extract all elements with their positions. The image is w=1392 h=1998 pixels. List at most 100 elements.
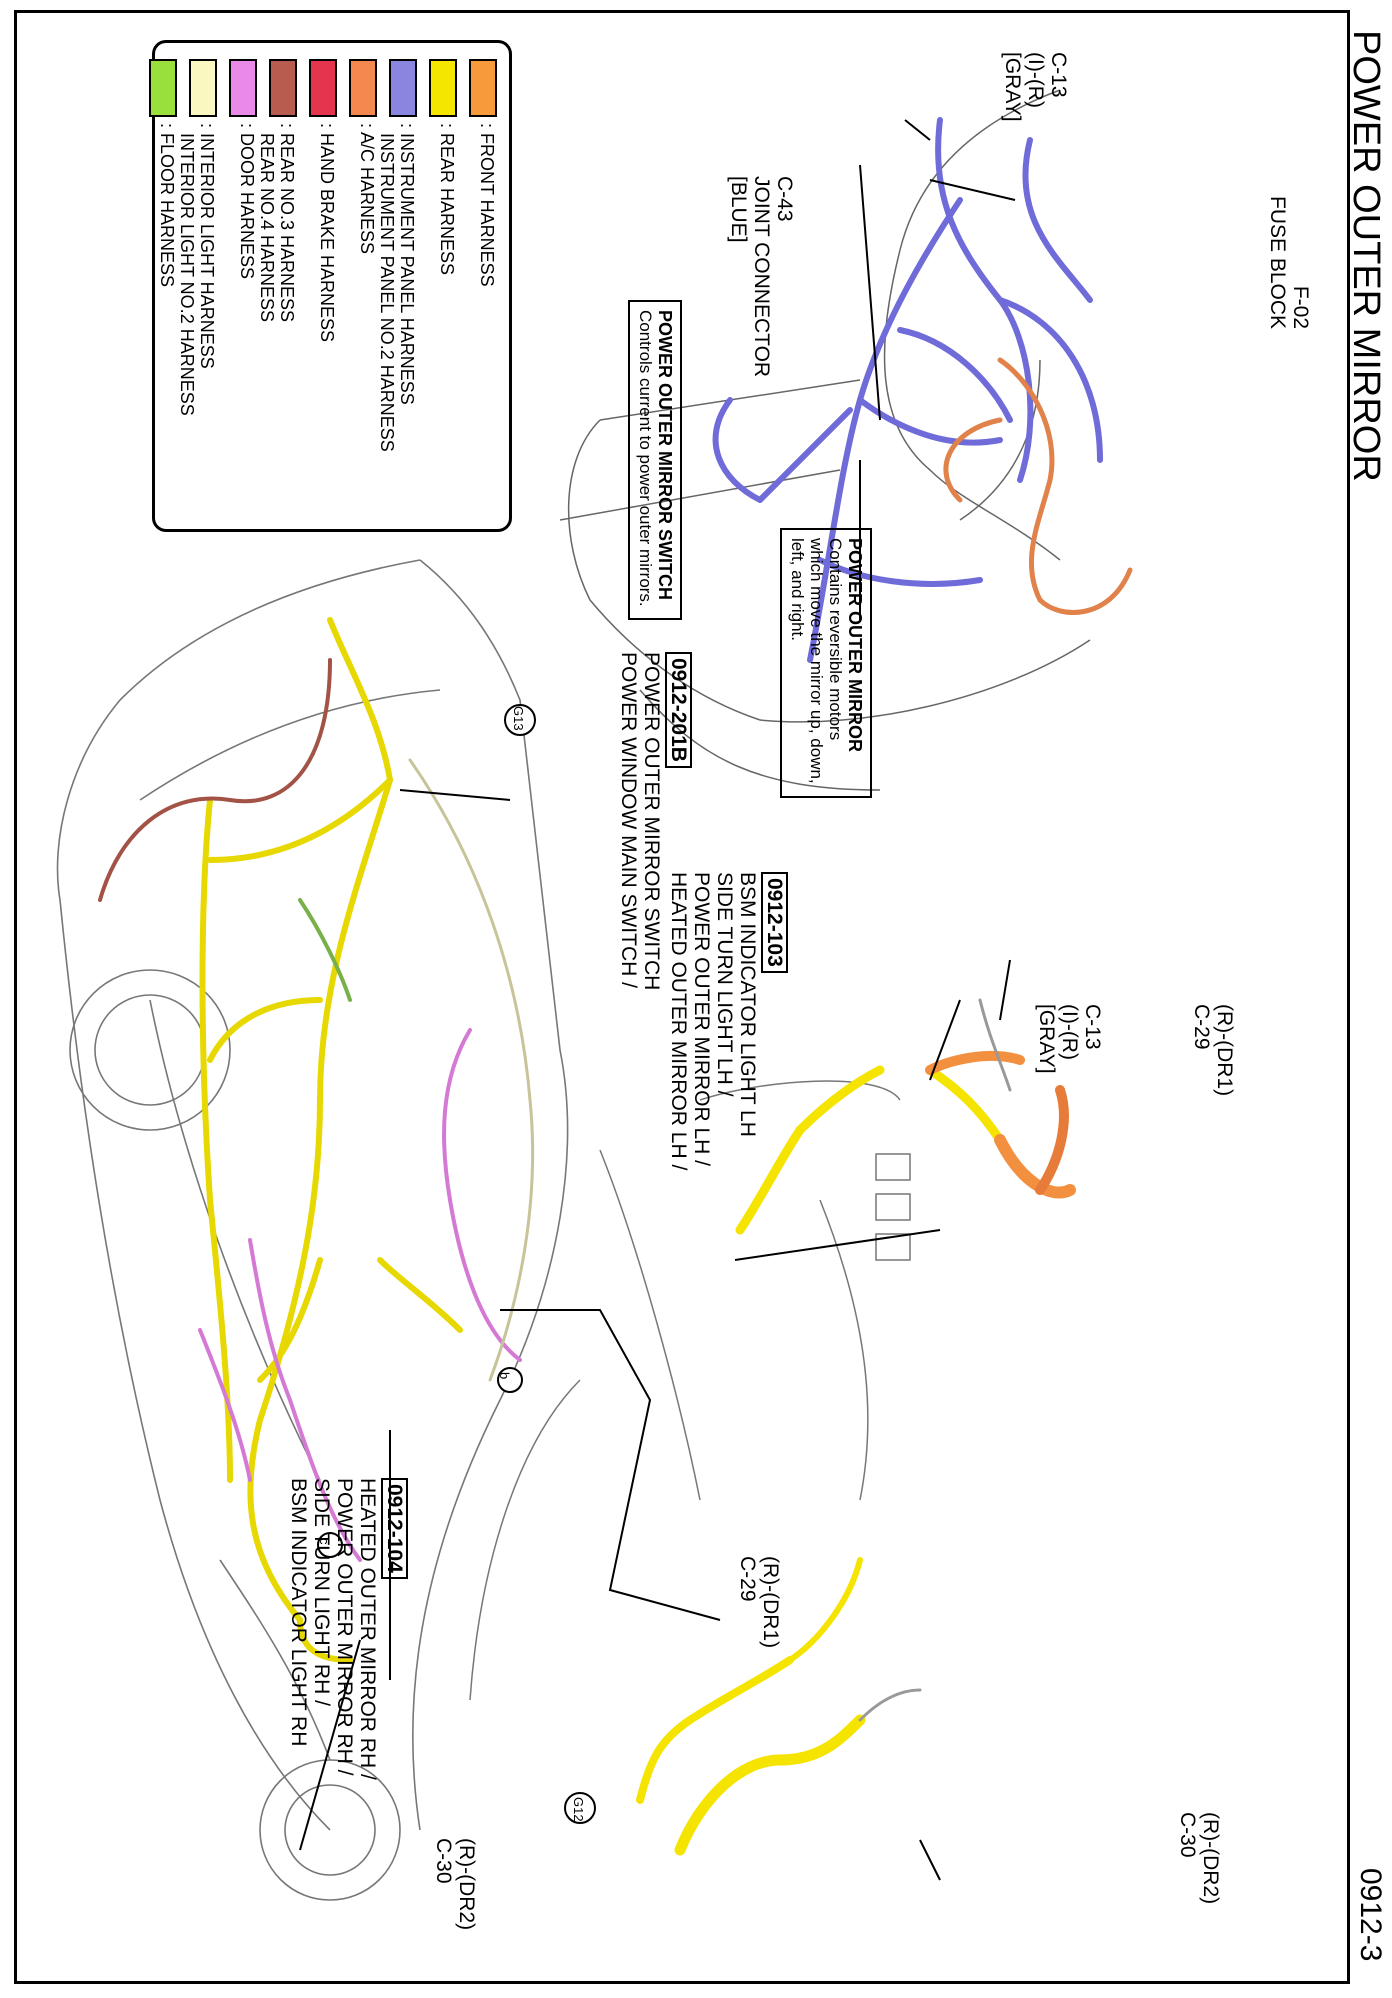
dashboard-outline [559,89,1091,791]
lh-line-4: BSM INDICATOR LIGHT LH [736,872,759,1137]
power-outer-mirror-switch-description: POWER OUTER MIRROR SWITCH Controls curre… [628,300,682,620]
mirror-description-body: Contains reversible motors which move th… [788,538,845,784]
legend-color-swatch [349,59,377,117]
switch-description-heading: POWER OUTER MIRROR SWITCH [655,310,675,600]
c43-id: C-43 [773,176,796,222]
rh-line-2: POWER OUTER MIRROR RH / [333,1478,356,1776]
leader-lines [299,119,1016,1881]
legend-color-swatch [189,59,217,117]
c13-door-callout: C-13 (I)-(R) [GRAY] [1035,1004,1104,1074]
c13-door-id: C-13 [1081,1004,1104,1050]
c13-top-color: [GRAY] [1001,52,1024,122]
c29-door-pins: (R)-(DR1) [1213,1004,1236,1097]
vehicle-rear-no3-harness [98,658,332,902]
rh-line-3: SIDE TURN LIGHT RH / [310,1478,333,1706]
legend-row: : HAND BRAKE HARNESS [297,59,337,513]
legend-color-swatch [309,59,337,117]
legend-row: : INSTRUMENT PANEL HARNESS INSTRUMENT PA… [377,59,417,513]
page-title: POWER OUTER MIRROR [1345,30,1387,482]
c13-top-id: C-13 [1047,52,1070,98]
c30-car-callout: (R)-(DR2) C-30 [432,1838,478,1930]
lh-line-3: SIDE TURN LIGHT LH / [713,872,736,1097]
c30-car-id: C-30 [432,1838,455,1884]
legend-label: : FLOOR HARNESS [157,123,177,288]
legend-row: : REAR NO.3 HARNESS REAR NO.4 HARNESS [257,59,297,513]
c30-door-callout: (R)-(DR2) C-30 [1176,1812,1222,1904]
legend-row: : REAR HARNESS [417,59,457,513]
pin-c-label: c [317,1538,332,1545]
legend-color-swatch [429,59,457,117]
c29-car-callout: (R)-(DR1) C-29 [736,1556,782,1648]
fuse-block-id: F-02 [1289,285,1312,330]
legend-label: : DOOR HARNESS [237,123,257,280]
rh-line-1: HEATED OUTER MIRROR RH / [356,1478,379,1780]
ground-symbols [317,704,596,1824]
rh-mirror-reference[interactable]: 0912-104 [381,1478,408,1579]
ac-front-harness [943,357,1133,615]
vehicle-floor-harness [298,898,352,1002]
c13-door-pins: (I)-(R) [1058,1004,1081,1060]
fuse-block-callout: F-02 FUSE BLOCK [1266,196,1312,329]
fuse-block-label: FUSE BLOCK [1266,196,1289,330]
legend-label: : FRONT HARNESS [477,123,497,287]
vehicle-rear-harness [199,617,463,1663]
switch-reference[interactable]: 0912-201B [665,652,692,768]
vehicle-body-outline [56,559,569,1901]
legend-label: : INTERIOR LIGHT HARNESS INTERIOR LIGHT … [177,123,217,416]
c30-door-pins: (R)-(DR2) [1199,1812,1222,1905]
legend-color-swatch [269,59,297,117]
c13-top-callout: C-13 (I)-(R) [GRAY] [1001,52,1070,122]
vehicle-door-harness [198,1028,522,1562]
c43-color: [BLUE] [727,176,750,243]
c13-top-pins: (I)-(R) [1024,52,1047,108]
c43-label: JOINT CONNECTOR [750,176,773,378]
c13-door-color: [GRAY] [1035,1004,1058,1074]
switch-line-1: POWER WINDOW MAIN SWITCH / [617,652,640,988]
legend-color-swatch [229,59,257,117]
c29-door-id: C-29 [1190,1004,1213,1050]
legend-color-swatch [149,59,177,117]
legend-label: : REAR HARNESS [437,123,457,276]
door-panel-outline [469,1080,911,1701]
power-outer-mirror-description: POWER OUTER MIRROR Contains reversible m… [780,528,872,798]
harness-legend: : FRONT HARNESS : REAR HARNESS : INSTRUMEN… [149,40,512,532]
legend-label: : HAND BRAKE HARNESS [317,123,337,343]
switch-line-2: POWER OUTER MIRROR SWITCH [640,652,663,991]
legend-row: : FLOOR HARNESS [137,59,177,513]
c29-door-callout: (R)-(DR1) C-29 [1190,1004,1236,1096]
door-harness-rh [636,1557,922,1856]
lh-line-1: HEATED OUTER MIRROR LH / [667,872,690,1171]
ground-g12-label: G12 [571,1797,586,1822]
c29-car-id: C-29 [736,1556,759,1602]
c29-car-pins: (R)-(DR1) [759,1556,782,1649]
legend-label: : A/C HARNESS [357,123,377,255]
rh-mirror-component-group: 0912-104 HEATED OUTER MIRROR RH / POWER … [287,1478,408,1780]
legend-color-swatch [389,59,417,117]
page-number: 0912-3 [1354,1868,1387,1962]
vehicle-interior-light-harness [408,758,535,1382]
mirror-description-heading: POWER OUTER MIRROR [845,538,865,752]
c43-callout: C-43 JOINT CONNECTOR [BLUE] [727,176,796,377]
pin-b-label: b [497,1372,512,1380]
legend-row: : DOOR HARNESS [217,59,257,513]
legend-row: : INTERIOR LIGHT HARNESS INTERIOR LIGHT … [177,59,217,513]
legend-row: : A/C HARNESS [337,59,377,513]
legend-row: : FRONT HARNESS [457,59,497,513]
ground-g13-label: G13 [511,706,526,731]
legend-list: : FRONT HARNESS : REAR HARNESS : INSTRUMEN… [137,59,497,513]
rh-line-4: BSM INDICATOR LIGHT RH [287,1478,310,1747]
legend-label: : INSTRUMENT PANEL HARNESS INSTRUMENT PA… [377,123,417,452]
legend-label: : REAR NO.3 HARNESS REAR NO.4 HARNESS [257,123,297,323]
switch-description-body: Controls current to power outer mirrors. [636,310,655,607]
lh-mirror-component-group: 0912-103 BSM INDICATOR LIGHT LH SIDE TUR… [667,872,788,1171]
page-frame [14,10,1350,1984]
door-harness-lh [735,998,1076,1235]
lh-line-2: POWER OUTER MIRROR LH / [690,872,713,1167]
lh-mirror-reference[interactable]: 0912-103 [761,872,788,973]
c30-door-id: C-30 [1176,1812,1199,1858]
c30-car-pins: (R)-(DR2) [455,1838,478,1931]
legend-color-swatch [469,59,497,117]
